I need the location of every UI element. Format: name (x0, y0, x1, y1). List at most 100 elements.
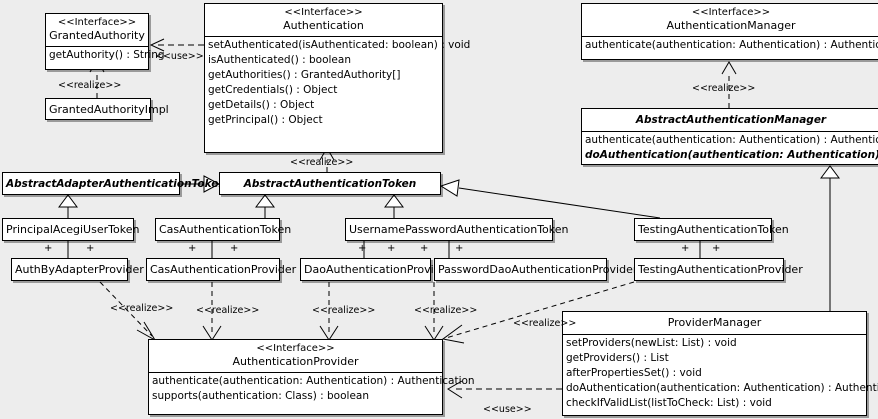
class-box-principal-acegi-user-token[interactable]: PrincipalAcegiUserToken (2, 218, 140, 241)
class-box-username-password-authentication-token[interactable]: UsernamePasswordAuthenticationToken (345, 218, 569, 241)
multiplicity-label: + (230, 243, 239, 254)
class-header: <<Interface>> GrantedAuthority (46, 14, 148, 46)
class-members: authenticate(authentication: Authenticat… (582, 131, 878, 164)
class-member: getAuthority() : String (49, 49, 165, 61)
class-member: getProviders() : List (566, 352, 669, 364)
class-name: PasswordDaoAuthenticationProvider (438, 263, 638, 276)
class-members: getAuthority() : String (46, 46, 165, 64)
edge-label-realize-password-dao-provider: <<realize>> (414, 305, 478, 316)
class-header: AbstractAdapterAuthenticationToken (3, 173, 226, 195)
class-header: <<Interface>> Authentication (205, 4, 442, 36)
class-box-cas-authentication-token[interactable]: CasAuthenticationToken (155, 218, 292, 241)
multiplicity-label: + (420, 243, 429, 254)
class-name: AbstractAdapterAuthenticationToken (6, 178, 226, 190)
class-name: ProviderManager (667, 316, 762, 329)
class-name: GrantedAuthority (49, 29, 145, 42)
class-member: authenticate(authentication: Authenticat… (585, 134, 878, 146)
class-member: setAuthenticated(isAuthenticated: boolea… (208, 39, 471, 51)
class-member: doAuthentication(authentication: Authent… (585, 149, 878, 161)
edge-label-realize-dao-provider: <<realize>> (312, 305, 376, 316)
class-member: getCredentials() : Object (208, 84, 338, 96)
edge-label-realize-abstract-auth-manager: <<realize>> (692, 83, 756, 94)
multiplicity-label: + (387, 243, 396, 254)
class-header: GrantedAuthorityImpl (46, 99, 169, 121)
class-member: authenticate(authentication: Authenticat… (585, 39, 878, 51)
class-box-testing-authentication-provider[interactable]: TestingAuthenticationProvider (634, 258, 803, 281)
class-box-testing-authentication-token[interactable]: TestingAuthenticationToken (634, 218, 789, 241)
class-name: AuthenticationManager (666, 19, 796, 32)
class-box-cas-authentication-provider[interactable]: CasAuthenticationProvider (146, 258, 297, 281)
class-name: AuthenticationProvider (232, 355, 359, 368)
class-name: AbstractAuthenticationManager (635, 114, 827, 126)
edge-generalize-cas-token (255, 194, 275, 218)
class-header: DaoAuthenticationProvider (301, 259, 452, 281)
class-box-authentication-provider[interactable]: <<Interface>> AuthenticationProvider aut… (148, 339, 475, 415)
multiplicity-label: + (44, 243, 53, 254)
class-member: getDetails() : Object (208, 99, 315, 111)
class-box-granted-authority[interactable]: <<Interface>> GrantedAuthority getAuthor… (45, 13, 165, 70)
multiplicity-label: + (86, 243, 95, 254)
class-box-granted-authority-impl[interactable]: GrantedAuthorityImpl (45, 98, 169, 121)
class-member: getPrincipal() : Object (208, 114, 323, 126)
edge-generalize-principal-token (58, 194, 78, 218)
edge-label-realize-abstract-auth-token: <<realize>> (290, 157, 354, 168)
multiplicity-label: + (455, 243, 464, 254)
edge-label-realize-cas-provider: <<realize>> (196, 305, 260, 316)
class-box-authentication-manager[interactable]: <<Interface>> AuthenticationManager auth… (581, 3, 878, 60)
class-name: AuthByAdapterProvider (15, 263, 144, 276)
class-name: AbstractAuthenticationToken (243, 178, 417, 190)
class-members: setAuthenticated(isAuthenticated: boolea… (205, 36, 471, 129)
class-stereotype: <<Interface>> (691, 7, 771, 18)
class-stereotype: <<Interface>> (57, 17, 137, 28)
class-box-abstract-authentication-token[interactable]: AbstractAuthenticationToken (219, 172, 441, 195)
edge-label-realize-testing-provider: <<realize>> (513, 318, 577, 329)
class-member: isAuthenticated() : boolean (208, 54, 351, 66)
class-member: checkIfValidList(listToCheck: List) : vo… (566, 397, 772, 409)
class-header: PasswordDaoAuthenticationProvider (435, 259, 638, 281)
class-members: authenticate(authentication: Authenticat… (149, 372, 475, 405)
class-box-dao-authentication-provider[interactable]: DaoAuthenticationProvider (300, 258, 452, 281)
class-name: DaoAuthenticationProvider (304, 263, 452, 276)
class-member: doAuthentication(authentication: Authent… (566, 382, 878, 394)
class-box-password-dao-authentication-provider[interactable]: PasswordDaoAuthenticationProvider (434, 258, 638, 281)
class-name: UsernamePasswordAuthenticationToken (349, 223, 569, 236)
class-name: PrincipalAcegiUserToken (6, 223, 140, 236)
class-members: setProviders(newList: List) : void getPr… (563, 334, 878, 412)
class-box-provider-manager[interactable]: ProviderManager setProviders(newList: Li… (562, 311, 878, 416)
class-member: setProviders(newList: List) : void (566, 337, 737, 349)
edge-generalize-providermanager (820, 165, 840, 311)
class-header: <<Interface>> AuthenticationProvider (149, 340, 442, 372)
edge-label-realize-auth-by-adapter: <<realize>> (110, 303, 174, 314)
multiplicity-label: + (681, 243, 690, 254)
class-member: authenticate(authentication: Authenticat… (152, 375, 475, 387)
class-member: afterPropertiesSet() : void (566, 367, 702, 379)
class-header: AuthByAdapterProvider (12, 259, 144, 281)
class-name: GrantedAuthorityImpl (49, 103, 169, 116)
class-box-authentication[interactable]: <<Interface>> Authentication setAuthenti… (204, 3, 471, 153)
class-header: AbstractAuthenticationManager (582, 109, 878, 131)
class-header: TestingAuthenticationToken (635, 219, 789, 241)
class-box-auth-by-adapter-provider[interactable]: AuthByAdapterProvider (11, 258, 144, 281)
class-name: CasAuthenticationToken (159, 223, 292, 236)
class-members: authenticate(authentication: Authenticat… (582, 36, 878, 54)
class-member: getAuthorities() : GrantedAuthority[] (208, 69, 401, 81)
multiplicity-label: + (712, 243, 721, 254)
class-header: PrincipalAcegiUserToken (3, 219, 140, 241)
multiplicity-label: + (358, 243, 367, 254)
class-name: CasAuthenticationProvider (150, 263, 297, 276)
class-header: AbstractAuthenticationToken (220, 173, 440, 195)
class-stereotype: <<Interface>> (256, 343, 335, 354)
class-stereotype: <<Interface>> (284, 7, 363, 18)
class-box-abstract-authentication-manager[interactable]: AbstractAuthenticationManager authentica… (581, 108, 878, 165)
class-member: supports(authentication: Class) : boolea… (152, 390, 369, 402)
multiplicity-label: + (188, 243, 197, 254)
edge-label-realize-grantedauthorityimpl: <<realize>> (58, 80, 122, 91)
edge-label-use-authentication-grantedauthority: <<use>> (155, 51, 204, 62)
edge-label-use-provider-manager: <<use>> (483, 404, 532, 415)
class-header: CasAuthenticationProvider (147, 259, 297, 281)
class-box-abstract-adapter-authentication-token[interactable]: AbstractAdapterAuthenticationToken (2, 172, 226, 195)
edge-generalize-upat-token (384, 194, 404, 218)
class-header: TestingAuthenticationProvider (635, 259, 803, 281)
class-header: <<Interface>> AuthenticationManager (582, 4, 878, 36)
class-header: ProviderManager (563, 312, 866, 334)
